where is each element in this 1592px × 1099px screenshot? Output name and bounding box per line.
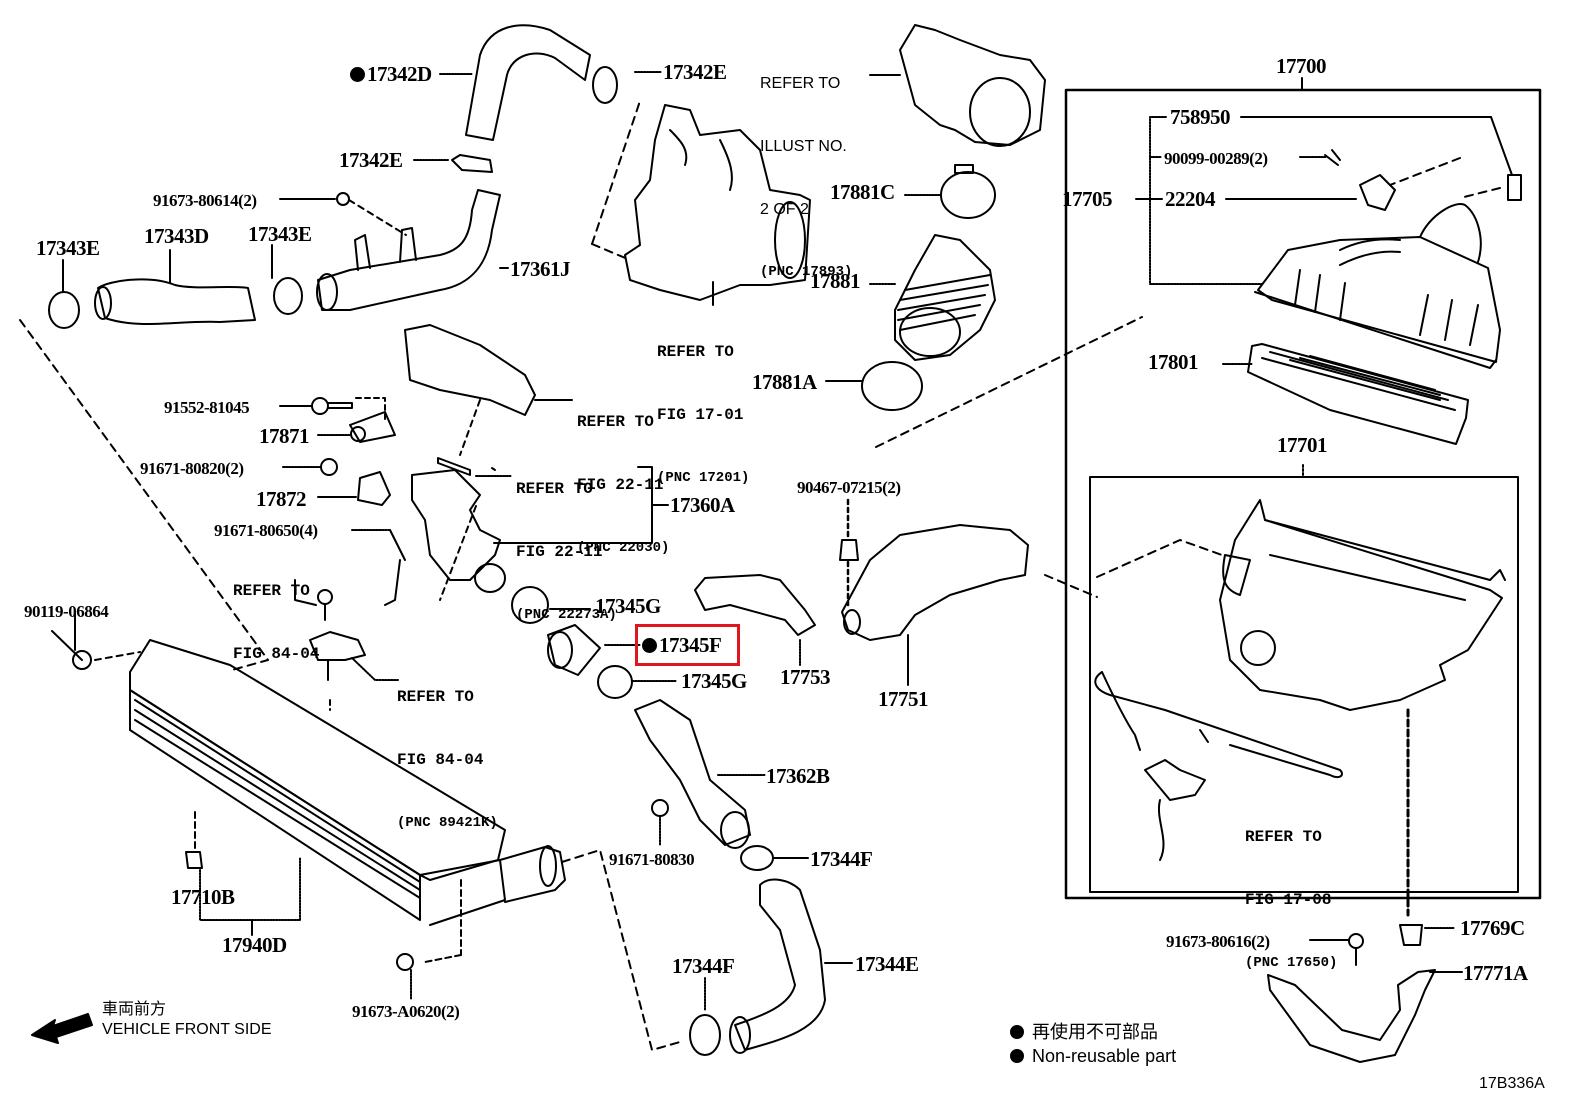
part-label-17801[interactable]: 17801 <box>1148 350 1199 374</box>
small-brackets-drawing <box>280 398 398 710</box>
air-ducts-drawing <box>695 500 1028 685</box>
reference-note-fig-17-08[interactable]: REFER TO FIG 17-08 (PNC 17650) <box>1245 828 1338 971</box>
part-label-17343d[interactable]: 17343D <box>144 224 209 248</box>
part-label-91673-80616[interactable]: 91673-80616(2) <box>1166 932 1270 951</box>
filled-circle-icon <box>1010 1049 1024 1063</box>
part-label-91671-80830[interactable]: 91671-80830 <box>609 850 695 869</box>
part-label-17751[interactable]: 17751 <box>878 687 929 711</box>
part-label-17342e[interactable]: 17342E <box>339 148 403 172</box>
part-label-90467-07215[interactable]: 90467-07215(2) <box>797 478 901 497</box>
intercooler-drawing <box>20 320 565 1000</box>
hose-17343d-drawing <box>49 245 302 328</box>
part-label-17705[interactable]: 17705 <box>1062 187 1113 211</box>
bracket-drawing <box>1268 925 1462 1062</box>
vehicle-front-indicator: 車両前方 VEHICLE FRONT SIDE <box>102 1001 272 1038</box>
part-label-17771a[interactable]: 17771A <box>1463 961 1528 985</box>
non-reusable-marker-icon <box>350 67 365 82</box>
turbocharger-drawing <box>592 101 810 305</box>
part-label-17769c[interactable]: 17769C <box>1460 916 1525 940</box>
part-label-17345g[interactable]: 17345G <box>681 669 747 693</box>
reference-note-fig-84-04[interactable]: REFER TO FIG 84-04 <box>233 582 320 663</box>
part-label-17342e[interactable]: 17342E <box>663 60 727 84</box>
figure-id: 17B336A <box>1479 1075 1545 1092</box>
part-label-17345g[interactable]: 17345G <box>595 594 661 618</box>
part-label-91671-80820[interactable]: 91671-80820(2) <box>140 459 244 478</box>
part-label-91673-a0620[interactable]: 91673-A0620(2) <box>352 1002 460 1021</box>
legend: 再使用不可部品 Non-reusable part <box>1010 1020 1176 1068</box>
part-label-17342d[interactable]: 17342D <box>350 63 432 85</box>
lower-pipes-drawing <box>492 468 852 1055</box>
part-label-90119-06864[interactable]: 90119-06864 <box>24 602 109 621</box>
non-reusable-marker-icon <box>642 638 657 653</box>
reference-note-fig-17-01[interactable]: REFER TO FIG 17-01 (PNC 17201) <box>657 343 750 486</box>
pipe-17361j-drawing <box>280 190 508 310</box>
reference-note-fig-22-11-pnc-22273a[interactable]: REFER TO FIG 22-11 (PNC 22273A) <box>516 480 617 623</box>
hose-17342d-drawing <box>414 25 662 172</box>
part-label-90099-00289[interactable]: 90099-00289(2) <box>1164 149 1268 168</box>
part-label-17361j[interactable]: 17361J <box>510 257 571 281</box>
air-filter-drawing <box>1223 344 1468 444</box>
part-label-17344f[interactable]: 17344F <box>672 954 735 978</box>
part-label-17710b[interactable]: 17710B <box>171 885 235 909</box>
legend-item: 再使用不可部品 <box>1010 1020 1176 1044</box>
part-label-17362b[interactable]: 17362B <box>766 764 830 788</box>
air-cleaner-case-drawing <box>1045 500 1505 915</box>
part-label-758950[interactable]: 758950 <box>1170 105 1231 129</box>
part-label-17753[interactable]: 17753 <box>780 665 831 689</box>
part-label-17345f[interactable]: 17345F <box>642 634 722 656</box>
part-label-17360a[interactable]: 17360A <box>670 493 735 517</box>
part-label-91552-81045[interactable]: 91552-81045 <box>164 398 250 417</box>
assembly-box-17701 <box>1090 477 1518 892</box>
part-label-17343e[interactable]: 17343E <box>36 236 100 260</box>
legend-item: Non-reusable part <box>1010 1044 1176 1068</box>
assembly-box-17700 <box>1066 90 1540 898</box>
arrow-left-icon <box>32 1014 92 1043</box>
part-label-91671-80650[interactable]: 91671-80650(4) <box>214 521 318 540</box>
part-label-17344f[interactable]: 17344F <box>810 847 873 871</box>
part-label-22204[interactable]: 22204 <box>1165 187 1216 211</box>
intake-pipe-ref-drawing <box>870 25 1045 146</box>
reference-note-fig-84-04-pnc-89421k[interactable]: REFER TO FIG 84-04 (PNC 89421K) <box>397 688 498 831</box>
part-label-17343e[interactable]: 17343E <box>248 222 312 246</box>
part-label-91673-80614[interactable]: 91673-80614(2) <box>153 191 257 210</box>
intake-hose-drawing <box>826 165 995 410</box>
air-cleaner-cap-drawing <box>1255 150 1521 368</box>
part-label-17881c[interactable]: 17881C <box>830 180 895 204</box>
part-label-17700[interactable]: 17700 <box>1276 54 1327 78</box>
part-label-17871[interactable]: 17871 <box>259 424 310 448</box>
filled-circle-icon <box>1010 1025 1024 1039</box>
part-label-17881[interactable]: 17881 <box>810 269 861 293</box>
part-label-17701[interactable]: 17701 <box>1277 433 1328 457</box>
part-label-17344e[interactable]: 17344E <box>855 952 919 976</box>
highlight-box <box>635 624 740 666</box>
part-label-17940d[interactable]: 17940D <box>222 933 287 957</box>
throttle-area-drawing <box>352 325 668 605</box>
reference-note-illust-17893[interactable]: REFER TO ILLUST NO. 2 OF 2 (PNC 17893) <box>760 75 853 280</box>
part-label-17881a[interactable]: 17881A <box>752 370 817 394</box>
reference-note-fig-22-11-pnc-22030[interactable]: REFER TO FIG 22-11 (PNC 22030) <box>577 413 670 556</box>
part-label-17872[interactable]: 17872 <box>256 487 307 511</box>
